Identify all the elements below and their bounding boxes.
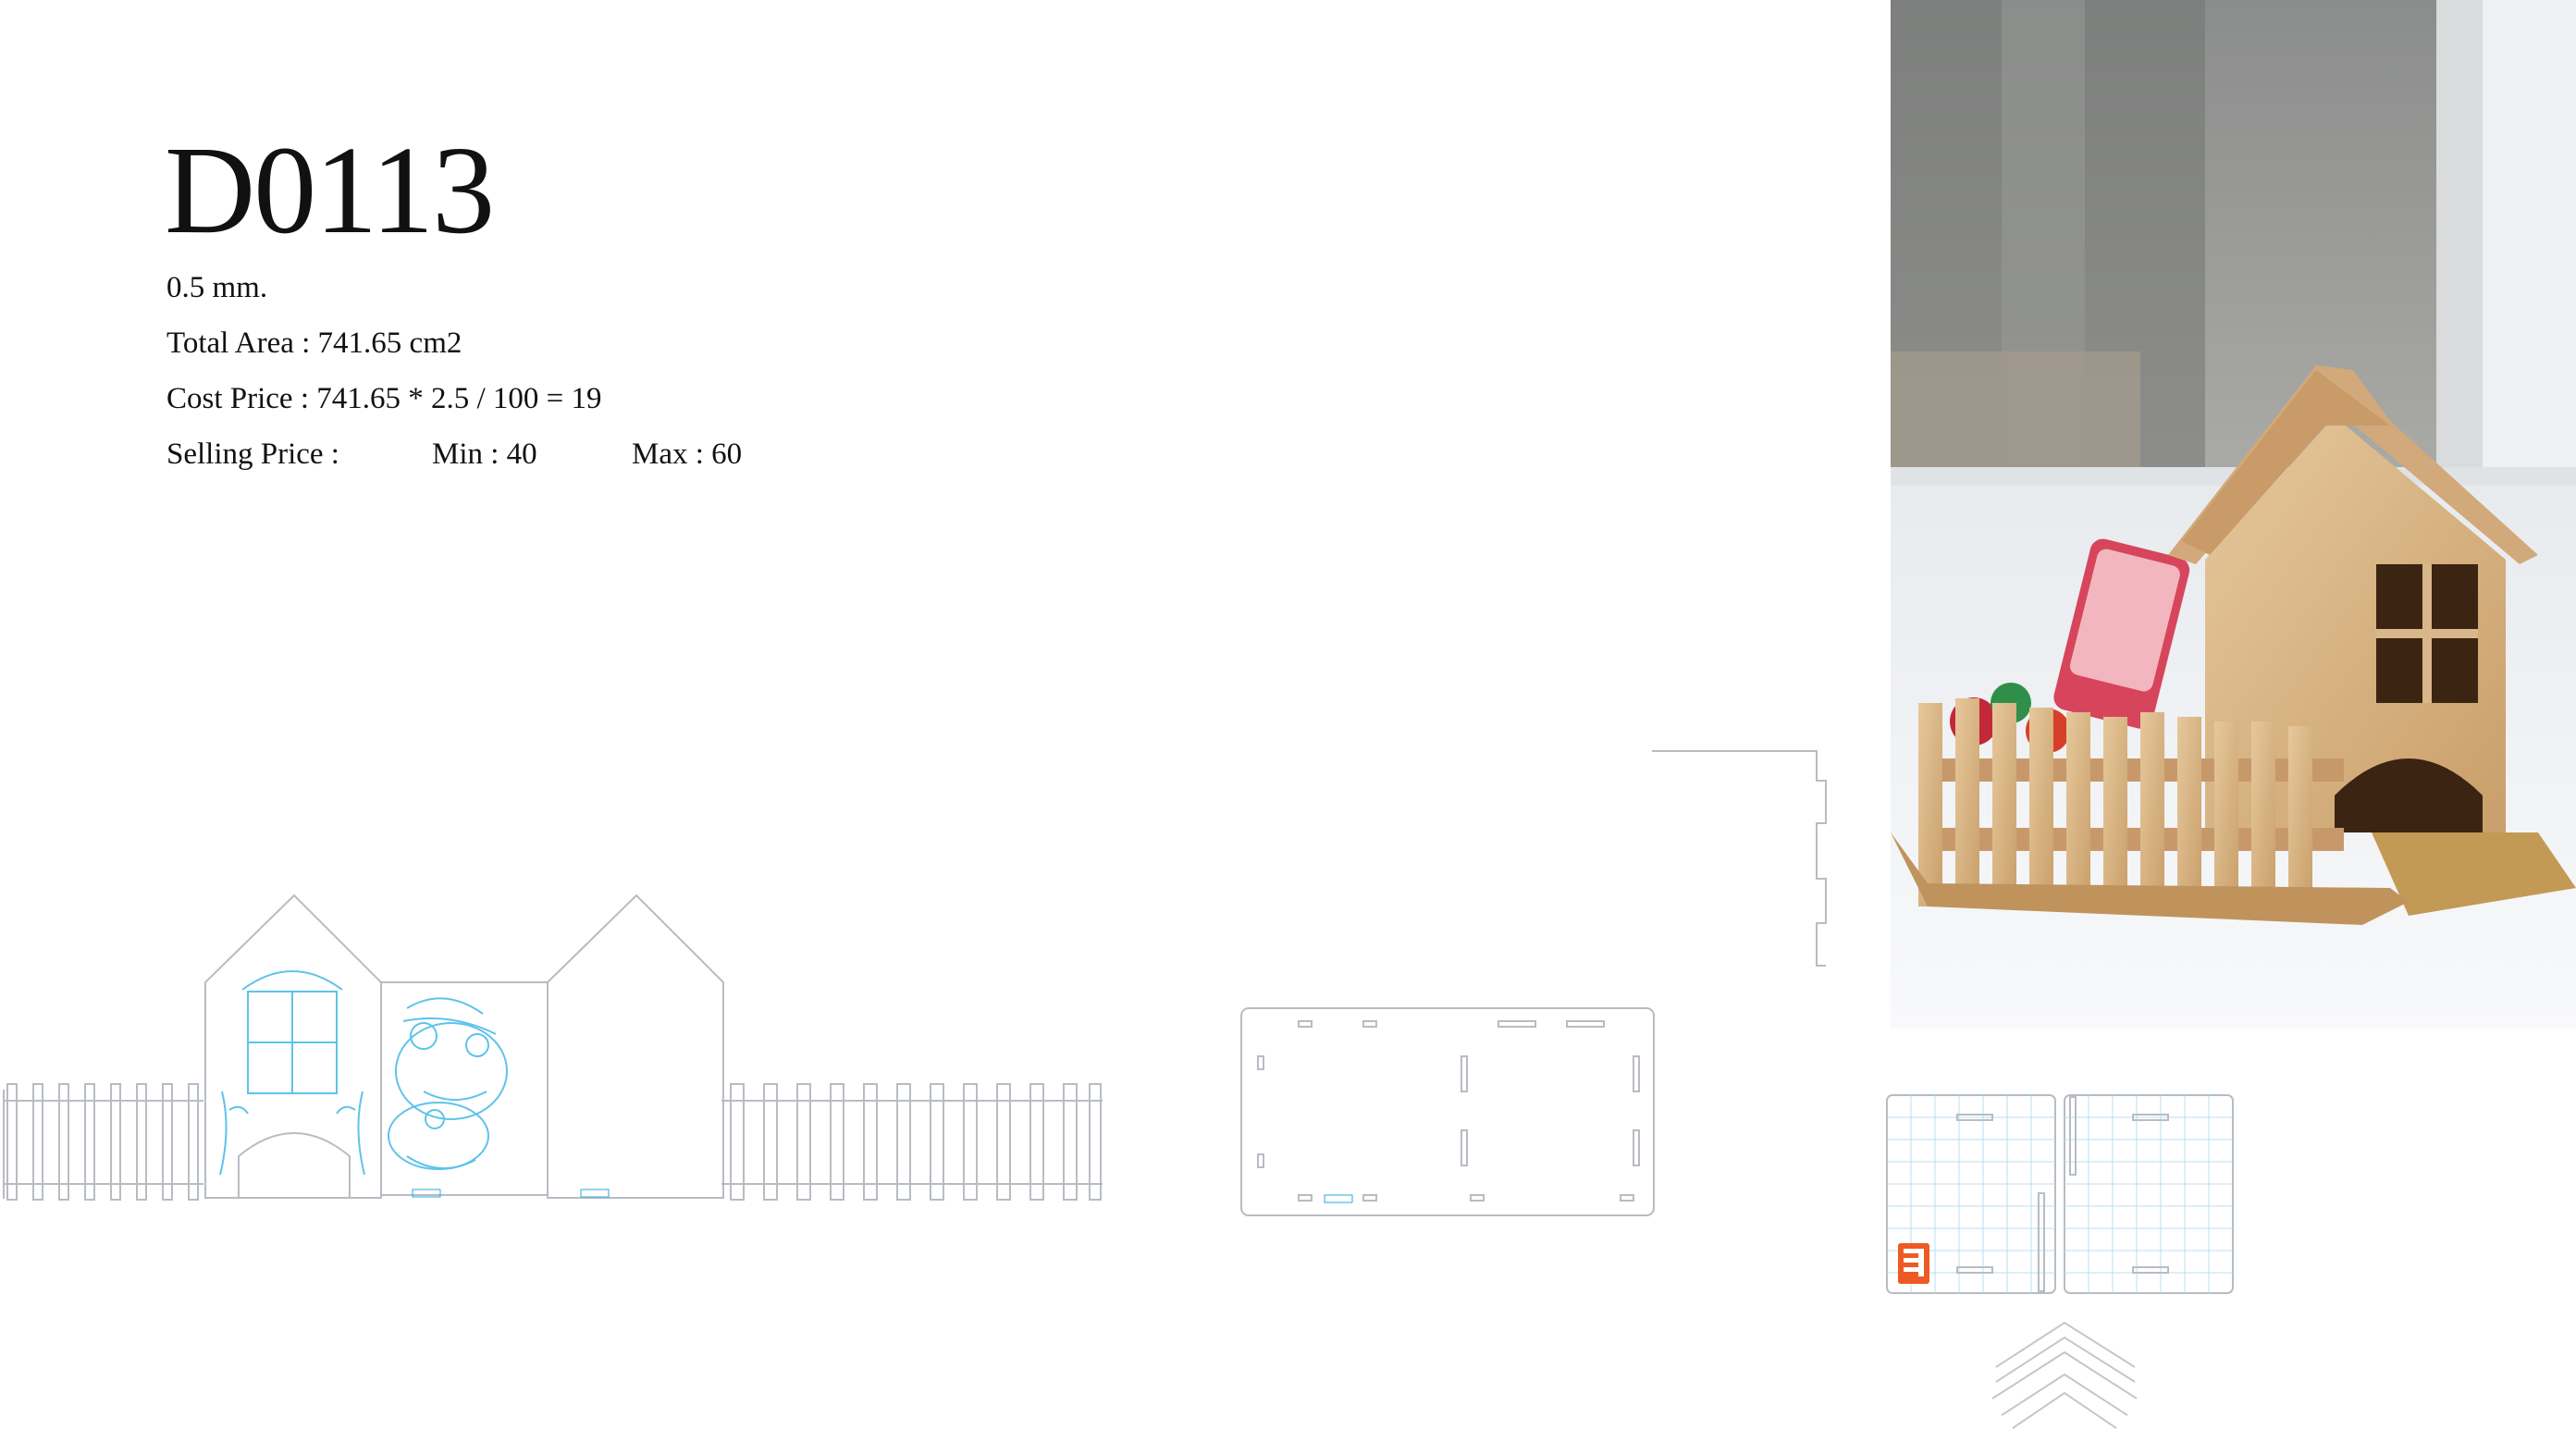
selling-price-max: Max : 60 xyxy=(632,438,743,471)
cost-price-line: Cost Price : 741.65 * 2.5 / 100 = 19 xyxy=(166,382,602,415)
house-front-template xyxy=(204,894,382,1199)
house-back-template xyxy=(547,894,724,1199)
product-photo xyxy=(1891,0,2576,1029)
base-plate-template xyxy=(1240,1007,1655,1216)
selling-price-label: Selling Price : xyxy=(166,438,339,471)
selling-price-min: Min : 40 xyxy=(432,438,537,471)
side-panel-engraving xyxy=(388,997,508,1170)
roof-ridge-template xyxy=(1991,1321,2138,1429)
fence-template-right xyxy=(721,1083,1103,1201)
tabbed-panel-template xyxy=(1652,750,1827,967)
total-area-line: Total Area : 741.65 cm2 xyxy=(166,327,462,360)
house-front-engraving xyxy=(219,970,365,1176)
thickness-value: 0.5 mm. xyxy=(166,271,268,304)
fence-template-left xyxy=(3,1083,203,1201)
product-code: D0113 xyxy=(165,121,495,260)
brand-logo-icon xyxy=(1898,1243,1929,1284)
